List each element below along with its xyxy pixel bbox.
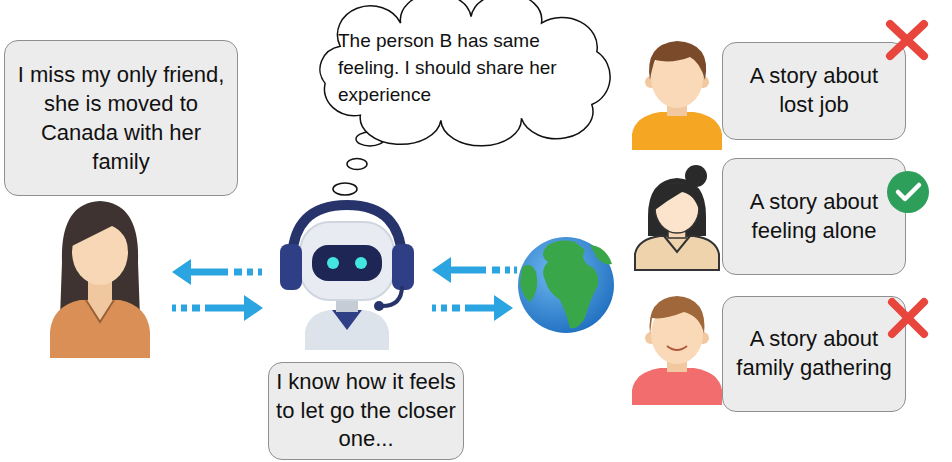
node-text: A story about feeling alone <box>731 188 897 245</box>
node-text: The person B has same feeling. I should … <box>338 28 583 109</box>
thought-cloud: The person B has same feeling. I should … <box>300 4 622 131</box>
reply-box: I know how it feels to let go the closer… <box>268 362 464 460</box>
node-text: A story about family gathering <box>731 325 897 382</box>
person-avatar <box>632 41 722 150</box>
cloud-shape <box>320 0 610 146</box>
node-text: A story about lost job <box>731 62 897 119</box>
woman-avatar <box>50 201 150 358</box>
speech-box: I miss my only friend, she is moved to C… <box>4 40 238 196</box>
thought-bubbles <box>333 132 384 195</box>
person-avatar <box>632 296 722 405</box>
robot-avatar <box>280 205 414 350</box>
node-text: I miss my only friend, she is moved to C… <box>13 60 229 176</box>
node-text: I know how it feels to let go the closer… <box>275 368 457 454</box>
person-avatar <box>635 165 719 270</box>
story-box: A story about feeling alone <box>722 158 906 275</box>
story-box: A story about family gathering <box>722 296 906 412</box>
globe-icon <box>518 237 614 333</box>
story-box: A story about lost job <box>722 42 906 140</box>
cloud-text-area: The person B has same feeling. I should … <box>338 28 583 109</box>
